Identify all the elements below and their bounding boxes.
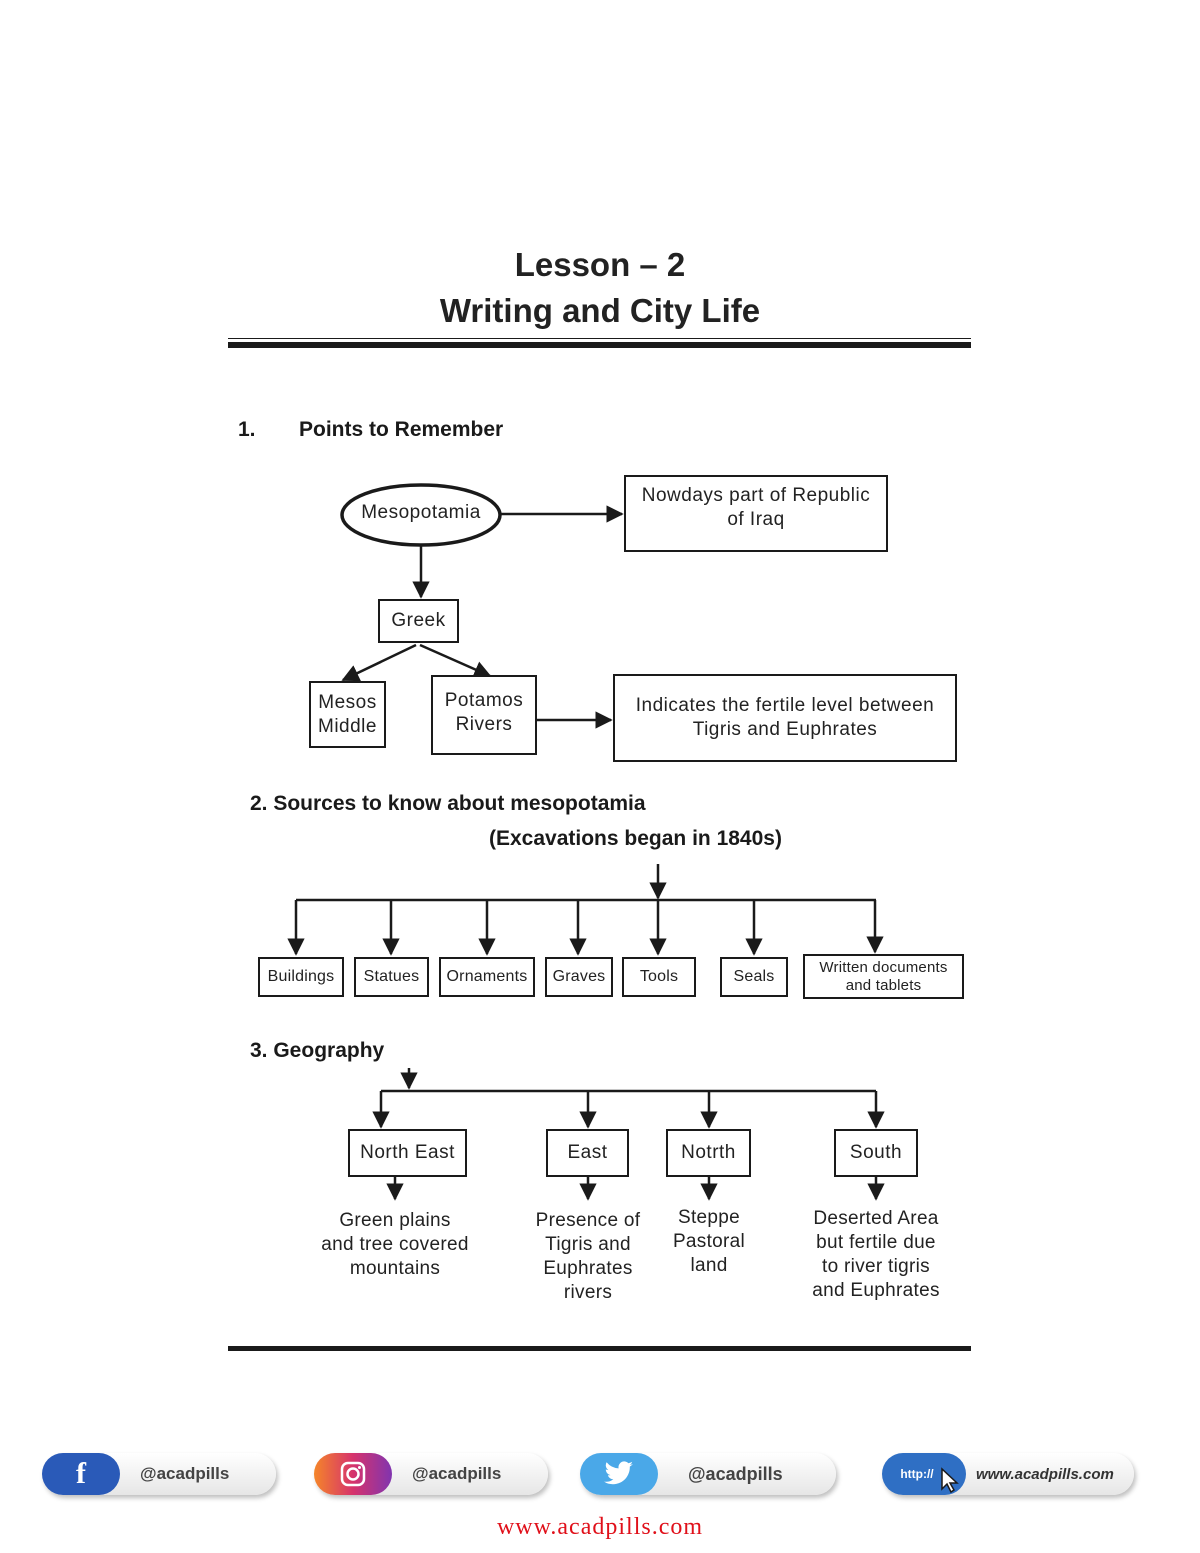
desc-line: Euphrates <box>543 1258 633 1279</box>
desc-line: Tigris and <box>545 1234 631 1255</box>
potamos-box: Potamos Rivers <box>431 675 537 755</box>
footer-url[interactable]: www.acadpills.com <box>496 1514 704 1540</box>
fertile-line2: Tigris and Euphrates <box>692 719 878 740</box>
potamos-line2: Rivers <box>455 713 513 735</box>
desc-line: land <box>690 1255 728 1276</box>
region-east: East <box>546 1129 629 1177</box>
instagram-handle: @acadpills <box>412 1464 502 1483</box>
cursor-icon <box>941 1467 959 1493</box>
website-handle: www.acadpills.com <box>976 1465 1114 1483</box>
lesson-number: Lesson – 2 <box>514 246 686 283</box>
section2-subheading: (Excavations began in 1840s) <box>489 827 782 850</box>
desc-line: Pastoral <box>672 1231 746 1252</box>
mesos-line1: Mesos <box>318 691 377 713</box>
written-line1: Written documents <box>819 958 948 976</box>
section1-number: 1. <box>238 418 256 441</box>
source-ornaments: Ornaments <box>439 957 535 997</box>
desc-line: and Euphrates <box>812 1280 940 1301</box>
source-graves: Graves <box>545 957 613 997</box>
website-link[interactable]: http:// www.acadpills.com <box>882 1453 1134 1495</box>
east-description: Presence of Tigris and Euphrates rivers <box>518 1209 658 1305</box>
section2-heading: 2. Sources to know about mesopotamia <box>250 792 646 815</box>
mesos-line2: Middle <box>318 715 377 737</box>
mesopotamia-ellipse <box>340 483 502 547</box>
twitter-handle: @acadpills <box>688 1463 783 1484</box>
desc-line: but fertile due <box>816 1232 936 1253</box>
desc-line: Green plains <box>339 1210 451 1231</box>
twitter-link[interactable]: @acadpills <box>580 1453 836 1495</box>
desc-line: Steppe <box>677 1207 741 1228</box>
south-description: Deserted Area but fertile due to river t… <box>791 1207 961 1303</box>
north-east-description: Green plains and tree covered mountains <box>300 1209 490 1281</box>
source-written-documents: Written documents and tablets <box>803 954 964 999</box>
written-line2: and tablets <box>845 976 922 994</box>
facebook-handle: @acadpills <box>140 1464 230 1483</box>
bottom-rule <box>228 1346 971 1351</box>
iraq-line1: Nowdays part of Republic <box>641 485 871 506</box>
section3-heading: 3. Geography <box>250 1039 385 1062</box>
source-statues: Statues <box>354 957 429 997</box>
north-description: Steppe Pastoral land <box>654 1206 764 1278</box>
region-south: South <box>834 1129 918 1177</box>
instagram-icon <box>314 1453 392 1495</box>
iraq-box: Nowdays part of Republic of Iraq <box>624 475 888 552</box>
region-north-east: North East <box>348 1129 467 1177</box>
facebook-icon: f <box>42 1453 120 1495</box>
fertile-line1: Indicates the fertile level between <box>635 695 935 717</box>
title-rule-thick <box>228 342 971 348</box>
mesopotamia-label: Mesopotamia <box>361 502 481 523</box>
web-prefix: http:// <box>900 1467 934 1481</box>
greek-box: Greek <box>378 599 459 643</box>
desc-line: rivers <box>563 1282 613 1303</box>
desc-line: Presence of <box>535 1210 641 1231</box>
mesos-box: Mesos Middle <box>309 681 386 748</box>
potamos-line1: Potamos <box>444 690 524 711</box>
section1-heading: Points to Remember <box>299 418 504 441</box>
desc-line: Deserted Area <box>813 1208 939 1229</box>
iraq-line2: of Iraq <box>727 508 785 530</box>
instagram-link[interactable]: @acadpills <box>314 1453 548 1495</box>
source-buildings: Buildings <box>258 957 344 997</box>
twitter-icon <box>580 1453 658 1495</box>
desc-line: and tree covered <box>321 1234 469 1255</box>
source-seals: Seals <box>720 957 788 997</box>
fertile-box: Indicates the fertile level between Tigr… <box>613 674 957 762</box>
desc-line: mountains <box>349 1258 441 1279</box>
facebook-link[interactable]: f @acadpills <box>42 1453 276 1495</box>
source-tools: Tools <box>622 957 696 997</box>
desc-line: to river tigris <box>822 1256 930 1277</box>
page-title: Writing and City Life <box>439 292 761 329</box>
title-rule-thin <box>228 338 971 339</box>
region-north: Notrth <box>666 1129 751 1177</box>
